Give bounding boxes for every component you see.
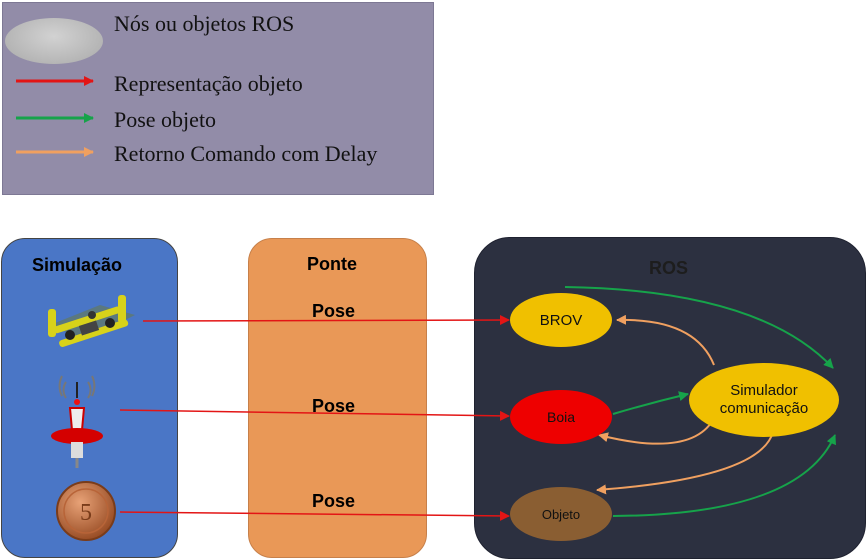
boia-to-simulator-arrow xyxy=(612,391,689,415)
brov-to-simulator-arrow xyxy=(564,286,834,369)
pose-label-object: Pose xyxy=(312,491,356,511)
legend-node-ellipse-icon xyxy=(5,18,103,64)
rov-vehicle-icon xyxy=(48,295,135,347)
simulator-to-boia-return-arrow xyxy=(598,419,714,445)
objeto-to-simulator-arrow xyxy=(612,434,836,517)
bridge-panel xyxy=(248,238,427,558)
legend-label-representation: Representação objeto xyxy=(114,71,303,96)
brov-node: BROV xyxy=(510,293,612,347)
legend-label-nodes: Nós ou objetos ROS xyxy=(114,11,295,36)
simulator-to-objeto-return-arrow xyxy=(596,431,774,495)
boia-node: Boia xyxy=(510,390,612,444)
legend-label-return-command: Retorno Comando com Delay xyxy=(114,141,378,166)
simulator-to-brov-return-arrow xyxy=(616,314,715,366)
simulator-node-label-line1: Simulador xyxy=(730,382,798,399)
bridge-title: Ponte xyxy=(307,254,358,274)
simulator-node-label-line2: comunicação xyxy=(719,400,809,417)
svg-text:5: 5 xyxy=(80,500,92,526)
rov-to-brov-arrow xyxy=(142,315,510,326)
ros-title: ROS xyxy=(649,258,689,278)
boia-node-label: Boia xyxy=(546,409,576,425)
objeto-node: Objeto xyxy=(510,487,612,541)
brov-node-label: BROV xyxy=(539,311,583,329)
coin-to-objeto-arrow xyxy=(119,510,510,521)
pose-label-buoy: Pose xyxy=(312,396,356,416)
coin-icon: 5 xyxy=(56,481,116,541)
legend-label-pose: Pose objeto xyxy=(114,107,217,132)
pose-label-rov: Pose xyxy=(312,301,356,321)
buoy-to-boia-arrow xyxy=(119,409,510,421)
objeto-node-label: Objeto xyxy=(541,506,581,522)
simulator-node: Simulador comunicação xyxy=(689,363,839,437)
simulation-title: Simulação xyxy=(32,255,123,275)
buoy-icon xyxy=(51,375,103,468)
